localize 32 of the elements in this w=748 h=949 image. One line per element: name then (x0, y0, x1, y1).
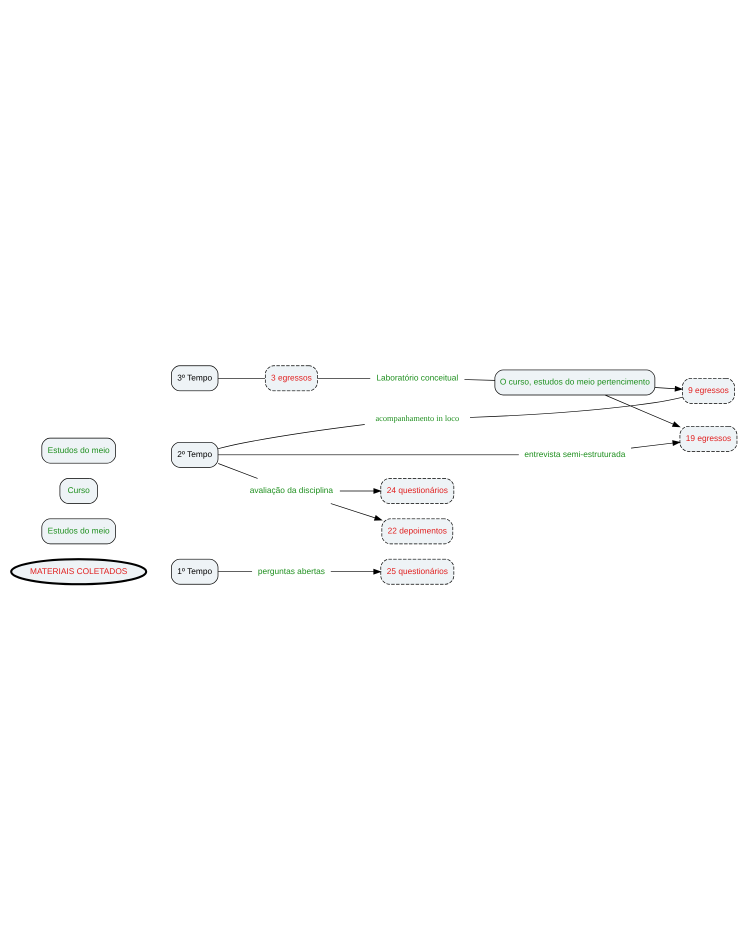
node-box: 22 depoimentos (381, 518, 454, 544)
node-text: avaliação da disciplina (250, 484, 334, 495)
connector (218, 454, 520, 455)
node-text: Laboratório conceitual (376, 372, 458, 382)
connector (470, 396, 683, 418)
node-ellipse: MATERIAIS COLETADOS (10, 558, 148, 585)
node-box: 9 egressos (682, 377, 735, 404)
arrow (654, 385, 684, 392)
node-box: 3 egressos (264, 364, 318, 391)
node-box: 2º Tempo (171, 441, 218, 468)
node-box: Curso (60, 478, 98, 504)
connector (218, 424, 366, 449)
node-box: O curso, estudos do meio pertencimento (494, 369, 656, 395)
arrow (330, 502, 383, 520)
connector (218, 462, 258, 478)
node-box: 19 egressos (680, 425, 738, 452)
connector (218, 570, 252, 572)
node-box: 1º Tempo (171, 558, 218, 584)
node-text: entrevista semi-estruturada (524, 448, 626, 458)
arrow (330, 568, 382, 574)
arrow (340, 488, 382, 494)
node-box: Estudos do meio (41, 518, 116, 544)
connector (464, 378, 496, 380)
node-box: 25 questionários (380, 558, 454, 584)
connector (218, 377, 266, 378)
connector (317, 377, 371, 378)
arrow (630, 440, 681, 448)
node-text: perguntas abertas (258, 565, 325, 576)
node-box: 24 questionários (380, 478, 454, 504)
arrow (604, 394, 681, 427)
node-box: Estudos do meio (41, 437, 116, 464)
node-box: 3º Tempo (171, 364, 218, 391)
